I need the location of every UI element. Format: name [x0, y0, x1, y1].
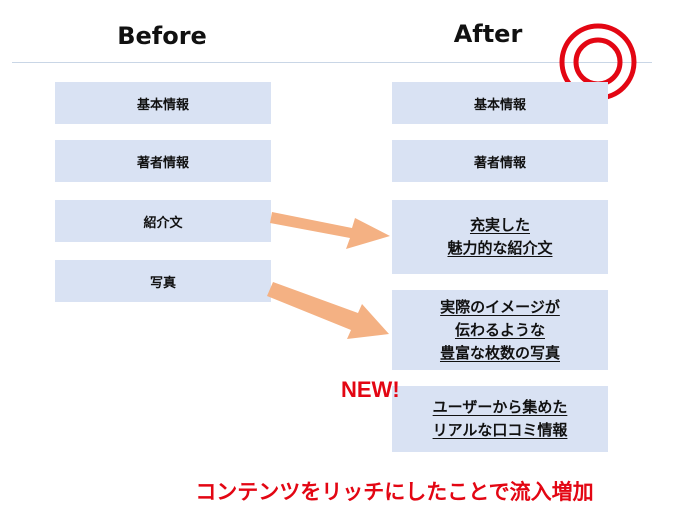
- after-intro-line-1: 充実した: [469, 216, 530, 234]
- after-reviews-line-1: ユーザーから集めた: [432, 398, 568, 416]
- before-box-author-info: 著者情報: [55, 140, 271, 182]
- before-box-basic-info: 基本情報: [55, 82, 271, 124]
- after-box-basic-info: 基本情報: [392, 82, 608, 124]
- after-box-reviews: ユーザーから集めた リアルな口コミ情報: [392, 386, 608, 452]
- arrow-photo: [267, 282, 389, 339]
- after-photo-line-1: 実際のイメージが: [440, 297, 560, 316]
- arrow-intro: [270, 212, 390, 249]
- after-photo-line-2: 伝わるような: [454, 320, 545, 339]
- after-photo-line-3: 豊富な枚数の写真: [439, 343, 560, 362]
- bottom-caption: コンテンツをリッチにしたことで流入増加: [195, 480, 594, 504]
- after-box-photo: 実際のイメージが 伝わるような 豊富な枚数の写真: [392, 290, 608, 370]
- new-label: NEW!: [341, 377, 400, 402]
- after-box-author-info: 著者情報: [392, 140, 608, 182]
- after-box-intro: 充実した 魅力的な紹介文: [392, 200, 608, 274]
- header-divider: [12, 62, 652, 63]
- after-intro-line-2: 魅力的な紹介文: [447, 239, 553, 257]
- before-box-photo: 写真: [55, 260, 271, 302]
- before-box-intro: 紹介文: [55, 200, 271, 242]
- after-header: After: [453, 20, 523, 48]
- after-reviews-line-2: リアルな口コミ情報: [432, 421, 568, 439]
- before-header: Before: [117, 22, 207, 50]
